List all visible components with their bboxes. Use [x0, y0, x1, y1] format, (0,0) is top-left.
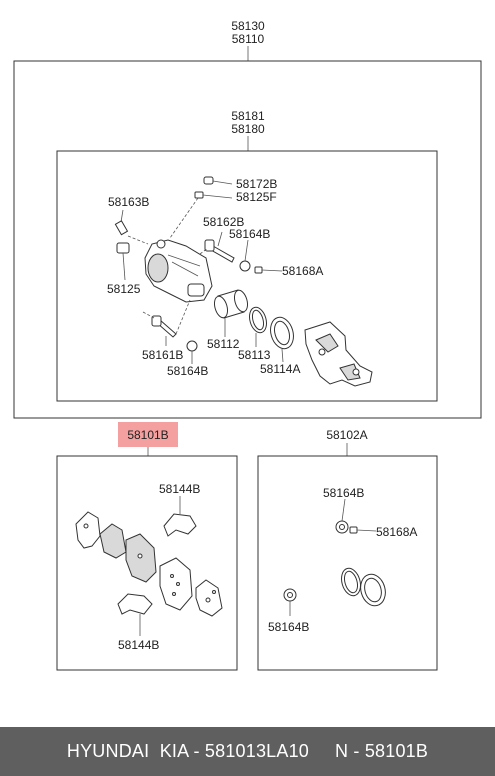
pad-outer-part	[159, 557, 193, 611]
guide-bolt-58161b-part	[142, 299, 191, 346]
boot-58114a-part	[270, 316, 294, 363]
part-label-58164b-kit-upper[interactable]: 58164B	[323, 486, 364, 500]
pad-kit-highlight	[118, 422, 178, 447]
carrier-bracket-part	[304, 321, 373, 387]
part-label-58163b[interactable]: 58163B	[108, 195, 149, 209]
assembly-code-58130[interactable]: 58130	[231, 19, 265, 33]
caliper-code-58181[interactable]: 58181	[231, 109, 265, 123]
caliper-body-part	[144, 239, 213, 303]
bolt-58168a-part	[254, 266, 283, 274]
bleeder-screw-part	[194, 191, 233, 199]
part-label-58113[interactable]: 58113	[238, 348, 271, 362]
seal-kit-cap-lower-part	[283, 588, 297, 616]
pad-inner-left-part	[99, 523, 127, 559]
seal-kit-code[interactable]: 58102A	[326, 428, 367, 442]
pad-clip-upper-part	[163, 496, 197, 537]
part-label-58144b-lower[interactable]: 58144B	[118, 638, 159, 652]
cap-58164b-lower-part	[186, 340, 198, 364]
seal-kit-boot-part	[360, 573, 386, 607]
part-label-58125f[interactable]: 58125F	[236, 190, 277, 204]
seal-kit-cap-upper-part	[335, 498, 349, 534]
bleeder-dash	[169, 197, 199, 239]
caliper-code-58180[interactable]: 58180	[231, 122, 265, 136]
part-label-58172b[interactable]: 58172B	[236, 177, 277, 191]
part-label-58164b-kit-lower[interactable]: 58164B	[268, 620, 309, 634]
part-label-58164b-lower[interactable]: 58164B	[167, 364, 208, 378]
part-label-58161b[interactable]: 58161B	[142, 348, 183, 362]
part-label-58162b[interactable]: 58162B	[203, 215, 244, 229]
seal-kit-bolt-part	[349, 526, 377, 534]
seal-58113-part	[249, 306, 267, 347]
footer-text: HYUNDAI KIA - 581013LA10 N - 58101B	[66, 741, 429, 761]
piston-58112-part	[213, 289, 249, 337]
shim-right-part	[195, 579, 223, 617]
bleeder-cap-part	[203, 176, 233, 185]
pad-kit-frame	[56, 455, 238, 671]
caliper-frame	[56, 150, 438, 402]
part-label-58168a[interactable]: 58168A	[282, 264, 323, 278]
cap-58164b-part	[239, 239, 251, 272]
part-label-58168a-kit[interactable]: 58168A	[376, 525, 417, 539]
boot-58125-part	[116, 242, 130, 281]
part-label-58114a[interactable]: 58114A	[260, 362, 300, 376]
pad-clip-lower-part	[117, 593, 153, 636]
guide-bolt-58163b-part	[114, 209, 149, 245]
seal-kit-frame	[257, 455, 438, 671]
pad-center-part	[125, 533, 157, 583]
assembly-frame	[13, 60, 482, 419]
guide-bolt-58162b-part	[199, 231, 235, 263]
part-label-58112[interactable]: 58112	[207, 337, 240, 351]
seal-kit-seal-part	[341, 567, 361, 597]
shim-left-part	[75, 511, 101, 549]
parts-diagram: 58130 58110 58181 58180	[13, 19, 482, 671]
part-label-58144b-upper[interactable]: 58144B	[159, 482, 200, 496]
footer-bar: HYUNDAI KIA - 581013LA10 N - 58101B	[0, 727, 495, 776]
part-label-58125[interactable]: 58125	[107, 282, 141, 296]
assembly-code-58110[interactable]: 58110	[232, 32, 265, 46]
part-label-58164b[interactable]: 58164B	[229, 227, 270, 241]
pad-kit-code[interactable]: 58101B	[127, 428, 168, 442]
